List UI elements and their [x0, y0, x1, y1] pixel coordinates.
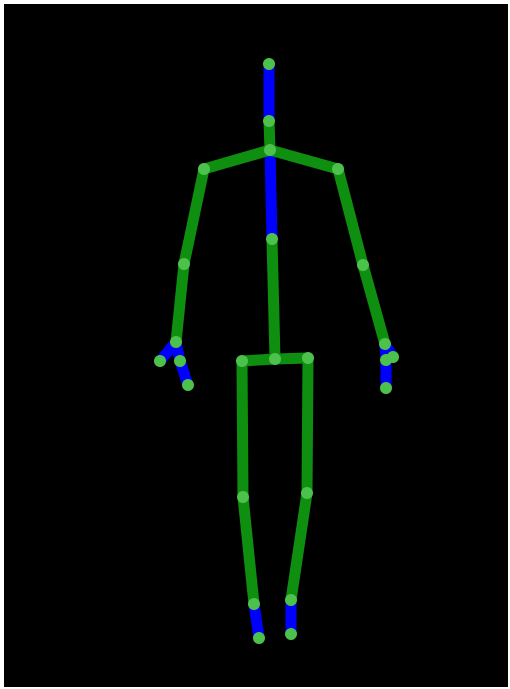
joint-spine-shoulder	[264, 144, 276, 156]
joint-right-shoulder	[332, 163, 344, 175]
joint-left-foot	[253, 632, 265, 644]
bone-spine-shoulder-to-left-shoulder	[204, 150, 270, 169]
bone-left-knee-to-left-ankle	[243, 497, 254, 604]
bone-left-shoulder-to-left-elbow	[184, 169, 204, 264]
joint-spine-base	[269, 353, 281, 365]
bone-spine-shoulder-to-spine-mid	[270, 150, 272, 239]
joint-left-elbow	[178, 258, 190, 270]
bone-right-shoulder-to-right-elbow	[338, 169, 363, 265]
bone-left-elbow-to-left-wrist	[176, 264, 184, 342]
joint-left-hand-b	[174, 355, 186, 367]
joint-right-foot	[285, 628, 297, 640]
joint-left-hand-a	[154, 355, 166, 367]
joint-left-hip	[236, 355, 248, 367]
joint-right-ankle	[285, 594, 297, 606]
joint-neck	[263, 115, 275, 127]
bone-right-elbow-to-right-wrist	[363, 265, 385, 344]
joint-right-hand-c	[380, 382, 392, 394]
joint-right-hand-b	[380, 354, 392, 366]
skeleton-bones	[160, 64, 393, 638]
joint-left-wrist	[170, 336, 182, 348]
bone-right-hip-to-right-knee	[307, 358, 308, 493]
joint-head	[263, 58, 275, 70]
joint-left-hand-c	[182, 379, 194, 391]
joint-right-knee	[301, 487, 313, 499]
joint-spine-mid	[266, 233, 278, 245]
bone-right-knee-to-right-ankle	[291, 493, 307, 600]
joint-right-hip	[302, 352, 314, 364]
bone-left-hip-to-left-knee	[242, 361, 243, 497]
joint-right-elbow	[357, 259, 369, 271]
joint-left-ankle	[248, 598, 260, 610]
bone-spine-mid-to-spine-base	[272, 239, 275, 359]
joint-left-shoulder	[198, 163, 210, 175]
joint-right-wrist	[379, 338, 391, 350]
bone-spine-shoulder-to-right-shoulder	[270, 150, 338, 169]
joint-left-knee	[237, 491, 249, 503]
